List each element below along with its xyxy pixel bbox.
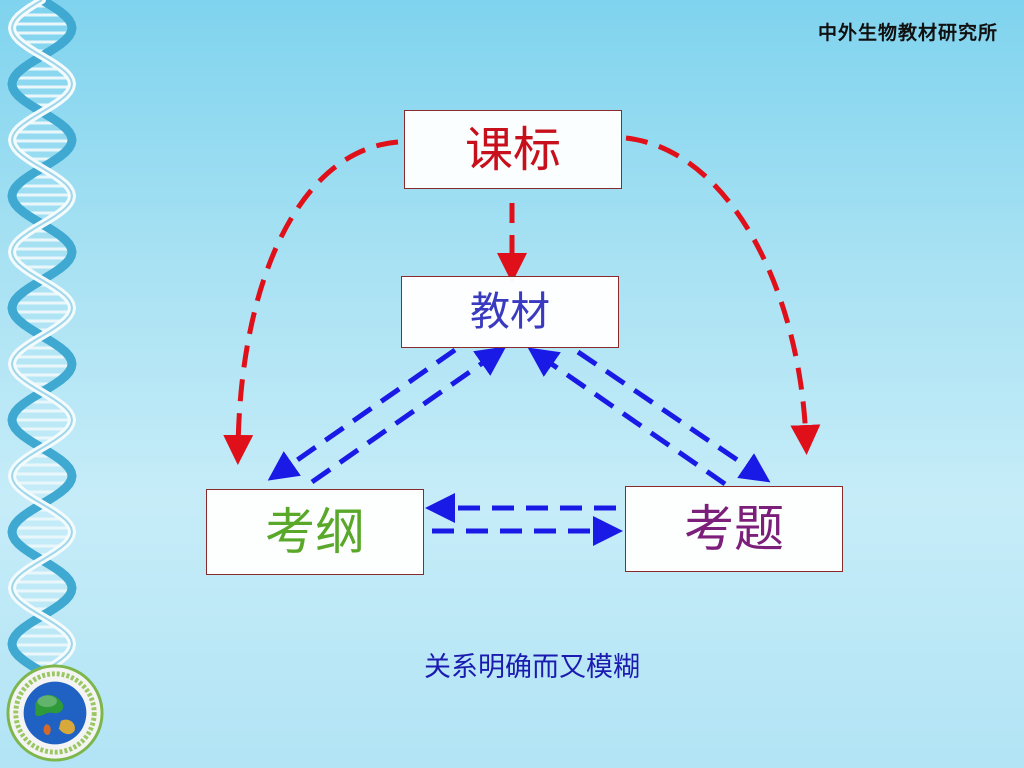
institute-title: 中外生物教材研究所 [817, 22, 998, 44]
globe-icon [6, 664, 104, 762]
node-jiaocai: 教材 [401, 276, 619, 348]
arrow-kebiao-to-kaoti [625, 135, 821, 455]
arrow-jiaocai-to-kaoti [576, 349, 771, 483]
node-kebiao-label: 课标 [464, 121, 561, 178]
arrow-kaoti-to-jiaocai [527, 347, 727, 487]
diagram-caption: 关系明确而又模糊 [424, 652, 640, 683]
node-kaoti-label: 考题 [684, 500, 784, 558]
node-kaogang: 考纲 [206, 489, 424, 575]
arrow-jiaocai-to-kaogang [267, 347, 457, 481]
dna-helix-icon [7, 0, 77, 680]
node-jiaocai-label: 教材 [470, 289, 550, 335]
arrow-kebiao-to-kaogang [223, 139, 399, 465]
node-kaoti: 考题 [625, 486, 843, 572]
node-kebiao: 课标 [404, 110, 622, 189]
arrow-kaogang-to-jiaocai [310, 346, 507, 485]
node-kaogang-label: 考纲 [265, 503, 365, 561]
